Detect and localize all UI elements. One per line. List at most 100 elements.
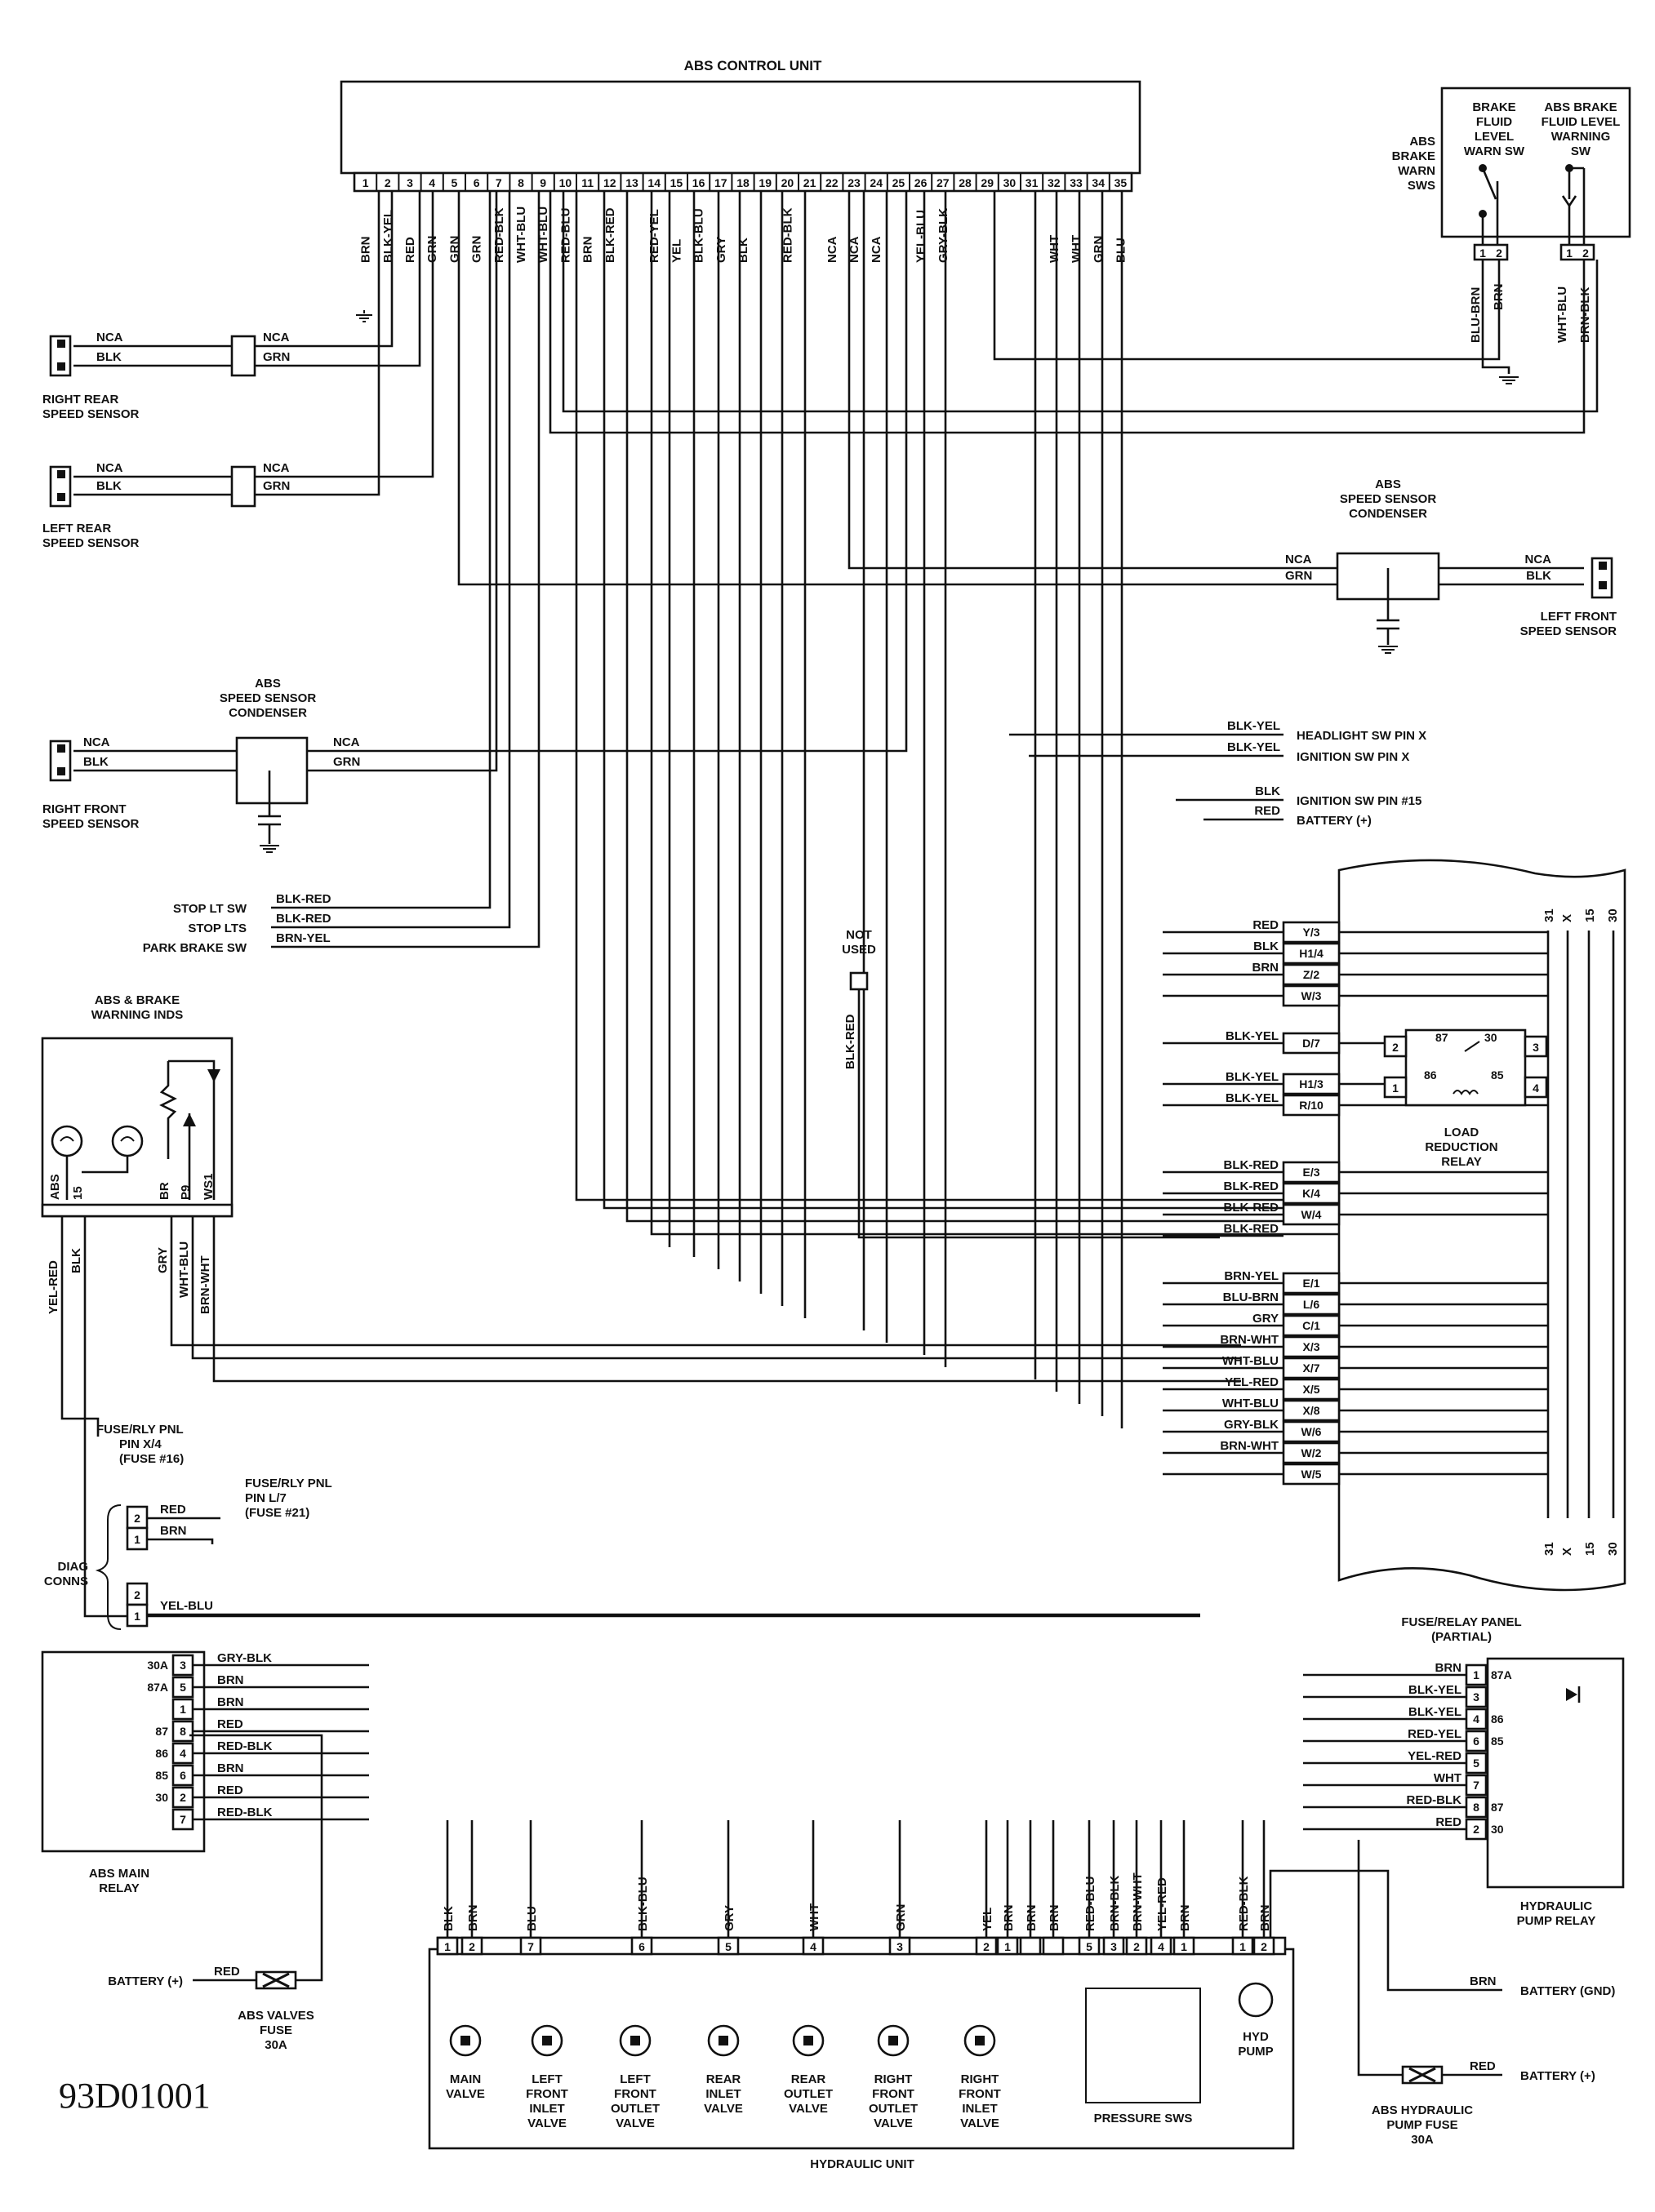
ind-wire-4: BRN-WHT	[198, 1255, 212, 1314]
hu-pin: 6	[638, 1940, 645, 1953]
rr-wire-d: GRN	[263, 350, 290, 364]
cu-wire-label: RED-YEL	[647, 209, 661, 263]
hu-wire: BRN	[1258, 1905, 1272, 1932]
hu-pin: 1	[1004, 1940, 1011, 1953]
cu-pin-8: 8	[518, 176, 524, 189]
lr-label-0: LEFT REAR	[42, 522, 111, 535]
relay-wire: BLK-YEL	[1408, 1683, 1461, 1697]
valves-fuse-label-0: ABS VALVES	[238, 2009, 314, 2023]
lf-label-1: SPEED SENSOR	[1520, 624, 1617, 638]
fuse-panel-outline	[1337, 859, 1626, 1592]
relay-wire: RED-BLK	[217, 1739, 273, 1753]
diag-pin: 2	[134, 1588, 140, 1601]
stop-lt-sw-wire: BLK-RED	[276, 892, 331, 906]
cu-pin-10: 10	[559, 176, 572, 189]
warn-sw-side-label-3: SWS	[1408, 179, 1435, 193]
load-reduction-relay: 2 3 1 4 87 30 86 85 LOAD REDUCTION RELAY	[1383, 1028, 1548, 1169]
relay-pin: 4	[180, 1747, 186, 1760]
lrr-term-30: 30	[1484, 1031, 1497, 1044]
fuse-pin: D/7	[1302, 1037, 1320, 1050]
relay-terminal: 85	[155, 1769, 168, 1782]
ignition-15-wire: BLK	[1255, 784, 1280, 798]
fuse-pin-wire: BRN-WHT	[1220, 1333, 1279, 1347]
valve-label: INLET	[529, 2102, 564, 2116]
cu-wire-label: BLK-BLU	[692, 208, 706, 263]
ignition-15-label: IGNITION SW PIN #15	[1297, 794, 1421, 808]
lr-wire-c: NCA	[263, 461, 290, 475]
cu-pin-9: 9	[540, 176, 546, 189]
fuse-pin-wire: WHT-BLU	[1222, 1354, 1279, 1368]
ignition-x-label: IGNITION SW PIN X	[1297, 750, 1409, 764]
diag-label-1: CONNS	[44, 1575, 88, 1588]
ind-pin-15: 15	[71, 1186, 85, 1200]
cu-pin-19: 19	[759, 176, 772, 189]
pump-motor-icon	[1238, 1982, 1274, 2018]
valve-label: REAR	[791, 2072, 826, 2086]
relay-wire: YEL-RED	[1408, 1749, 1461, 1763]
hu-pin: 2	[983, 1940, 990, 1953]
hu-wire: YEL-RED	[1155, 1877, 1169, 1931]
stop-lt-sw-label: STOP LT SW	[173, 902, 247, 916]
hydraulic-unit-components: MAINVALVELEFTFRONTINLETVALVELEFTFRONTOUT…	[446, 2024, 1001, 2130]
hydraulic-unit-pins: 1BLK2BRN7BLU6BLK-BLU5GRY4WHT3GRN2YEL1BRN…	[436, 1820, 1275, 1956]
cu-wire-label: RED-BLK	[781, 207, 794, 263]
cu-wire-label: RED-BLK	[492, 207, 506, 263]
bus-x-bottom: X	[1560, 1548, 1574, 1556]
lower-condenser-title-2: CONDENSER	[229, 706, 307, 720]
harness-wires	[73, 191, 1599, 1428]
cu-wire-label: BLK	[736, 238, 750, 263]
relay-wire: RED	[217, 1783, 243, 1797]
lrr-term-87: 87	[1435, 1031, 1448, 1044]
diag-pin: 1	[134, 1610, 140, 1623]
pump-relay-title-1: PUMP RELAY	[1517, 1914, 1596, 1928]
relay-pin: 6	[180, 1769, 186, 1782]
ground-symbol	[356, 310, 372, 322]
fuse-pin-wire: BLK-YEL	[1226, 1029, 1279, 1043]
hu-wire: BRN	[466, 1905, 480, 1932]
cu-pin-5: 5	[452, 176, 458, 189]
cu-wire-label: RED-BLU	[558, 208, 572, 264]
lrr-title-2: RELAY	[1441, 1155, 1481, 1169]
fuse-pin-wire: BLK-YEL	[1226, 1091, 1279, 1105]
warn-sw-pin: 2	[1582, 247, 1589, 260]
valve-label: LEFT	[532, 2072, 563, 2086]
control-unit-body	[340, 80, 1141, 175]
relay-coil-icon	[1453, 1090, 1479, 1095]
hu-pin: 4	[1158, 1940, 1164, 1953]
fuse-pin-wire: RED	[1252, 918, 1279, 932]
hydraulic-unit: 1BLK2BRN7BLU6BLK-BLU5GRY4WHT3GRN2YEL1BRN…	[428, 1820, 1295, 2171]
cu-wire-label: RED	[403, 237, 417, 263]
lrr-pin-3: 3	[1533, 1041, 1539, 1054]
battery-pump-wire: RED	[1470, 2059, 1496, 2073]
diag-brace	[95, 1504, 122, 1630]
valve-label: VALVE	[704, 2102, 743, 2116]
hu-wire: BLK-BLU	[636, 1877, 650, 1931]
cu-pin-1: 1	[363, 176, 369, 189]
right-rear-speed-sensor: NCA BLK NCA GRN RIGHT REAR SPEED SENSOR	[42, 331, 290, 421]
warn-sw-connector-a	[1473, 243, 1509, 261]
fuse-pin: W/3	[1301, 989, 1322, 1002]
warn-sw-side-label-2: WARN	[1398, 164, 1435, 178]
cu-wire-label: BLK-RED	[603, 207, 617, 263]
hu-pin: 5	[1086, 1940, 1092, 1953]
lrr-pin-4: 4	[1533, 1082, 1539, 1095]
ind-wire-2: GRY	[156, 1247, 170, 1273]
valve-label: VALVE	[616, 2117, 655, 2130]
rf-wire-b: BLK	[83, 755, 109, 769]
cu-pin-2: 2	[385, 176, 391, 189]
cu-pin-17: 17	[714, 176, 727, 189]
cu-pin-7: 7	[496, 176, 502, 189]
cu-pin-33: 33	[1070, 176, 1083, 189]
relay-wire: RED-YEL	[1408, 1727, 1461, 1741]
lrr-title-0: LOAD	[1444, 1126, 1479, 1139]
valve-label: VALVE	[960, 2117, 999, 2130]
bus-15: 15	[1583, 908, 1597, 922]
relay-wire: RED-BLK	[217, 1806, 273, 1819]
fuse-pin-wire: BLK-RED	[1224, 1222, 1279, 1236]
fuse-pin: W/2	[1301, 1446, 1322, 1459]
relay-pin: 3	[1473, 1690, 1479, 1703]
battery-valves-wire: RED	[214, 1965, 240, 1979]
warn-sw-pin: 2	[1496, 247, 1502, 260]
relay-pin: 8	[1473, 1801, 1479, 1814]
battery-top-wire: RED	[1254, 804, 1280, 818]
